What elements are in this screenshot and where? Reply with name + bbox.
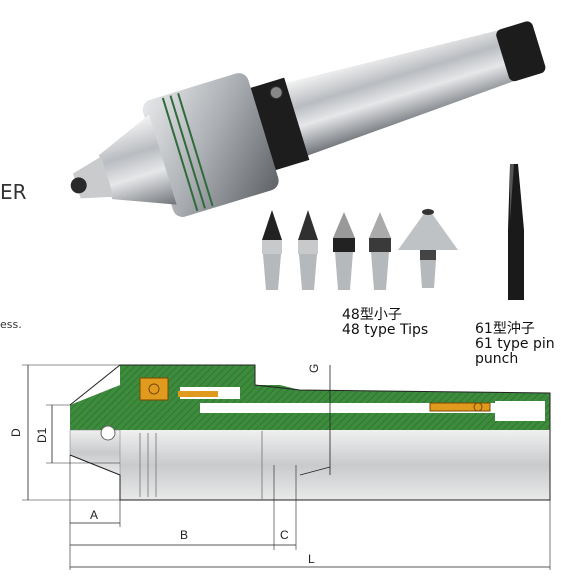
left-fragment-ess: ess. (0, 318, 22, 331)
live-center-photo (70, 21, 546, 217)
tips-caption: 48型小子 48 type Tips (342, 308, 428, 338)
tip-1 (262, 210, 282, 290)
tip-3 (333, 212, 355, 290)
left-fragment-er: ER (0, 180, 27, 204)
punch-caption: 61型沖子 61 type pin punch (475, 322, 555, 367)
tips-caption-cn: 48型小子 (342, 307, 402, 323)
dim-l: L (308, 552, 315, 566)
dim-c: C (280, 528, 289, 542)
punch-caption-en-2: punch (475, 351, 519, 367)
dim-d: D (9, 428, 23, 437)
dim-b: B (180, 528, 188, 542)
pin-punch-photo (508, 164, 524, 300)
tip-5 (398, 208, 458, 288)
punch-caption-en: 61 type pin (475, 336, 555, 352)
dim-d1: D1 (35, 427, 49, 443)
dim-g: G (307, 364, 321, 373)
tip-2 (298, 210, 318, 290)
tips-caption-en: 48 type Tips (342, 322, 429, 338)
punch-caption-cn: 61型沖子 (475, 321, 535, 337)
shaft-section (120, 430, 550, 500)
tip-4 (369, 212, 391, 290)
cross-section-diagram: G D D1 A B C L (9, 364, 551, 570)
tips-photo (262, 208, 458, 290)
dim-a: A (90, 508, 98, 522)
